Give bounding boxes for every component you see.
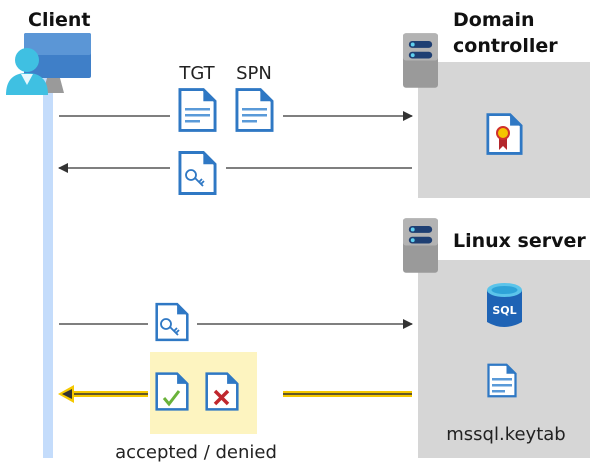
tgt-document-icon: [178, 88, 217, 132]
result-arrow-to-client: [58, 385, 412, 403]
denied-document-icon: [205, 372, 239, 411]
sql-database-icon: SQL: [487, 283, 522, 327]
keytab-label: mssql.keytab: [446, 424, 565, 445]
accepted-document-icon: [155, 372, 189, 411]
domain-controller-title-2: controller: [453, 35, 558, 57]
linux-server-icon: [403, 218, 438, 273]
spn-label: SPN: [236, 63, 272, 84]
client-computer-icon: [24, 33, 91, 93]
service-ticket-key-document-icon: [178, 151, 217, 195]
linux-server-title: Linux server: [453, 230, 586, 252]
domain-controller-server-icon: [403, 33, 438, 88]
result-label: accepted / denied: [115, 442, 277, 463]
sql-label: SQL: [492, 304, 516, 317]
spn-document-icon: [235, 88, 274, 132]
user-icon: [6, 48, 48, 95]
keytab-file-icon: [487, 363, 517, 398]
ticket-key-document-icon: [155, 302, 189, 342]
client-lifeline: [43, 78, 53, 458]
tgt-label: TGT: [178, 63, 215, 84]
client-title: Client: [28, 9, 90, 31]
domain-controller-title-1: Domain: [453, 9, 534, 31]
certificate-icon: [486, 113, 523, 155]
